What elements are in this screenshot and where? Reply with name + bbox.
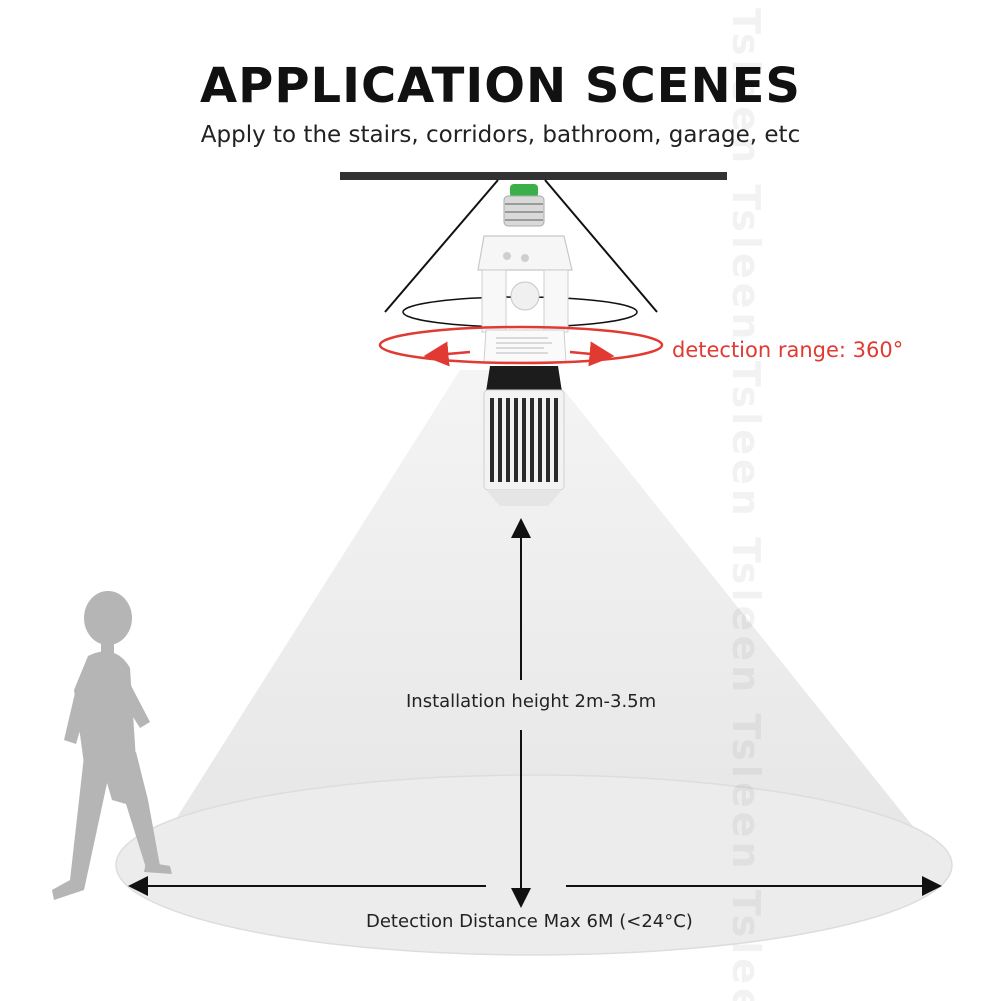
rotation-arrows	[378, 325, 664, 367]
floor-detection-ellipse	[115, 774, 953, 956]
page-title: APPLICATION SCENES	[199, 58, 801, 114]
corn-led-bulb-icon	[483, 366, 565, 506]
ceiling-bar	[340, 172, 727, 180]
pir-sensor-socket-icon	[477, 184, 573, 363]
light-beam-cone	[150, 370, 940, 860]
brand-watermark: Tsleen Tsleen Tsleen Tsleen Tsleen Tslee…	[724, 8, 768, 1001]
installation-height-label: Installation height 2m-3.5m	[406, 691, 657, 712]
page-subtitle: Apply to the stairs, corridors, bathroom…	[200, 122, 801, 148]
detection-range-label: detection range: 360°	[672, 338, 904, 362]
detection-distance-label: Detection Distance Max 6M (<24°C)	[366, 911, 693, 932]
walking-person-icon	[52, 591, 172, 900]
